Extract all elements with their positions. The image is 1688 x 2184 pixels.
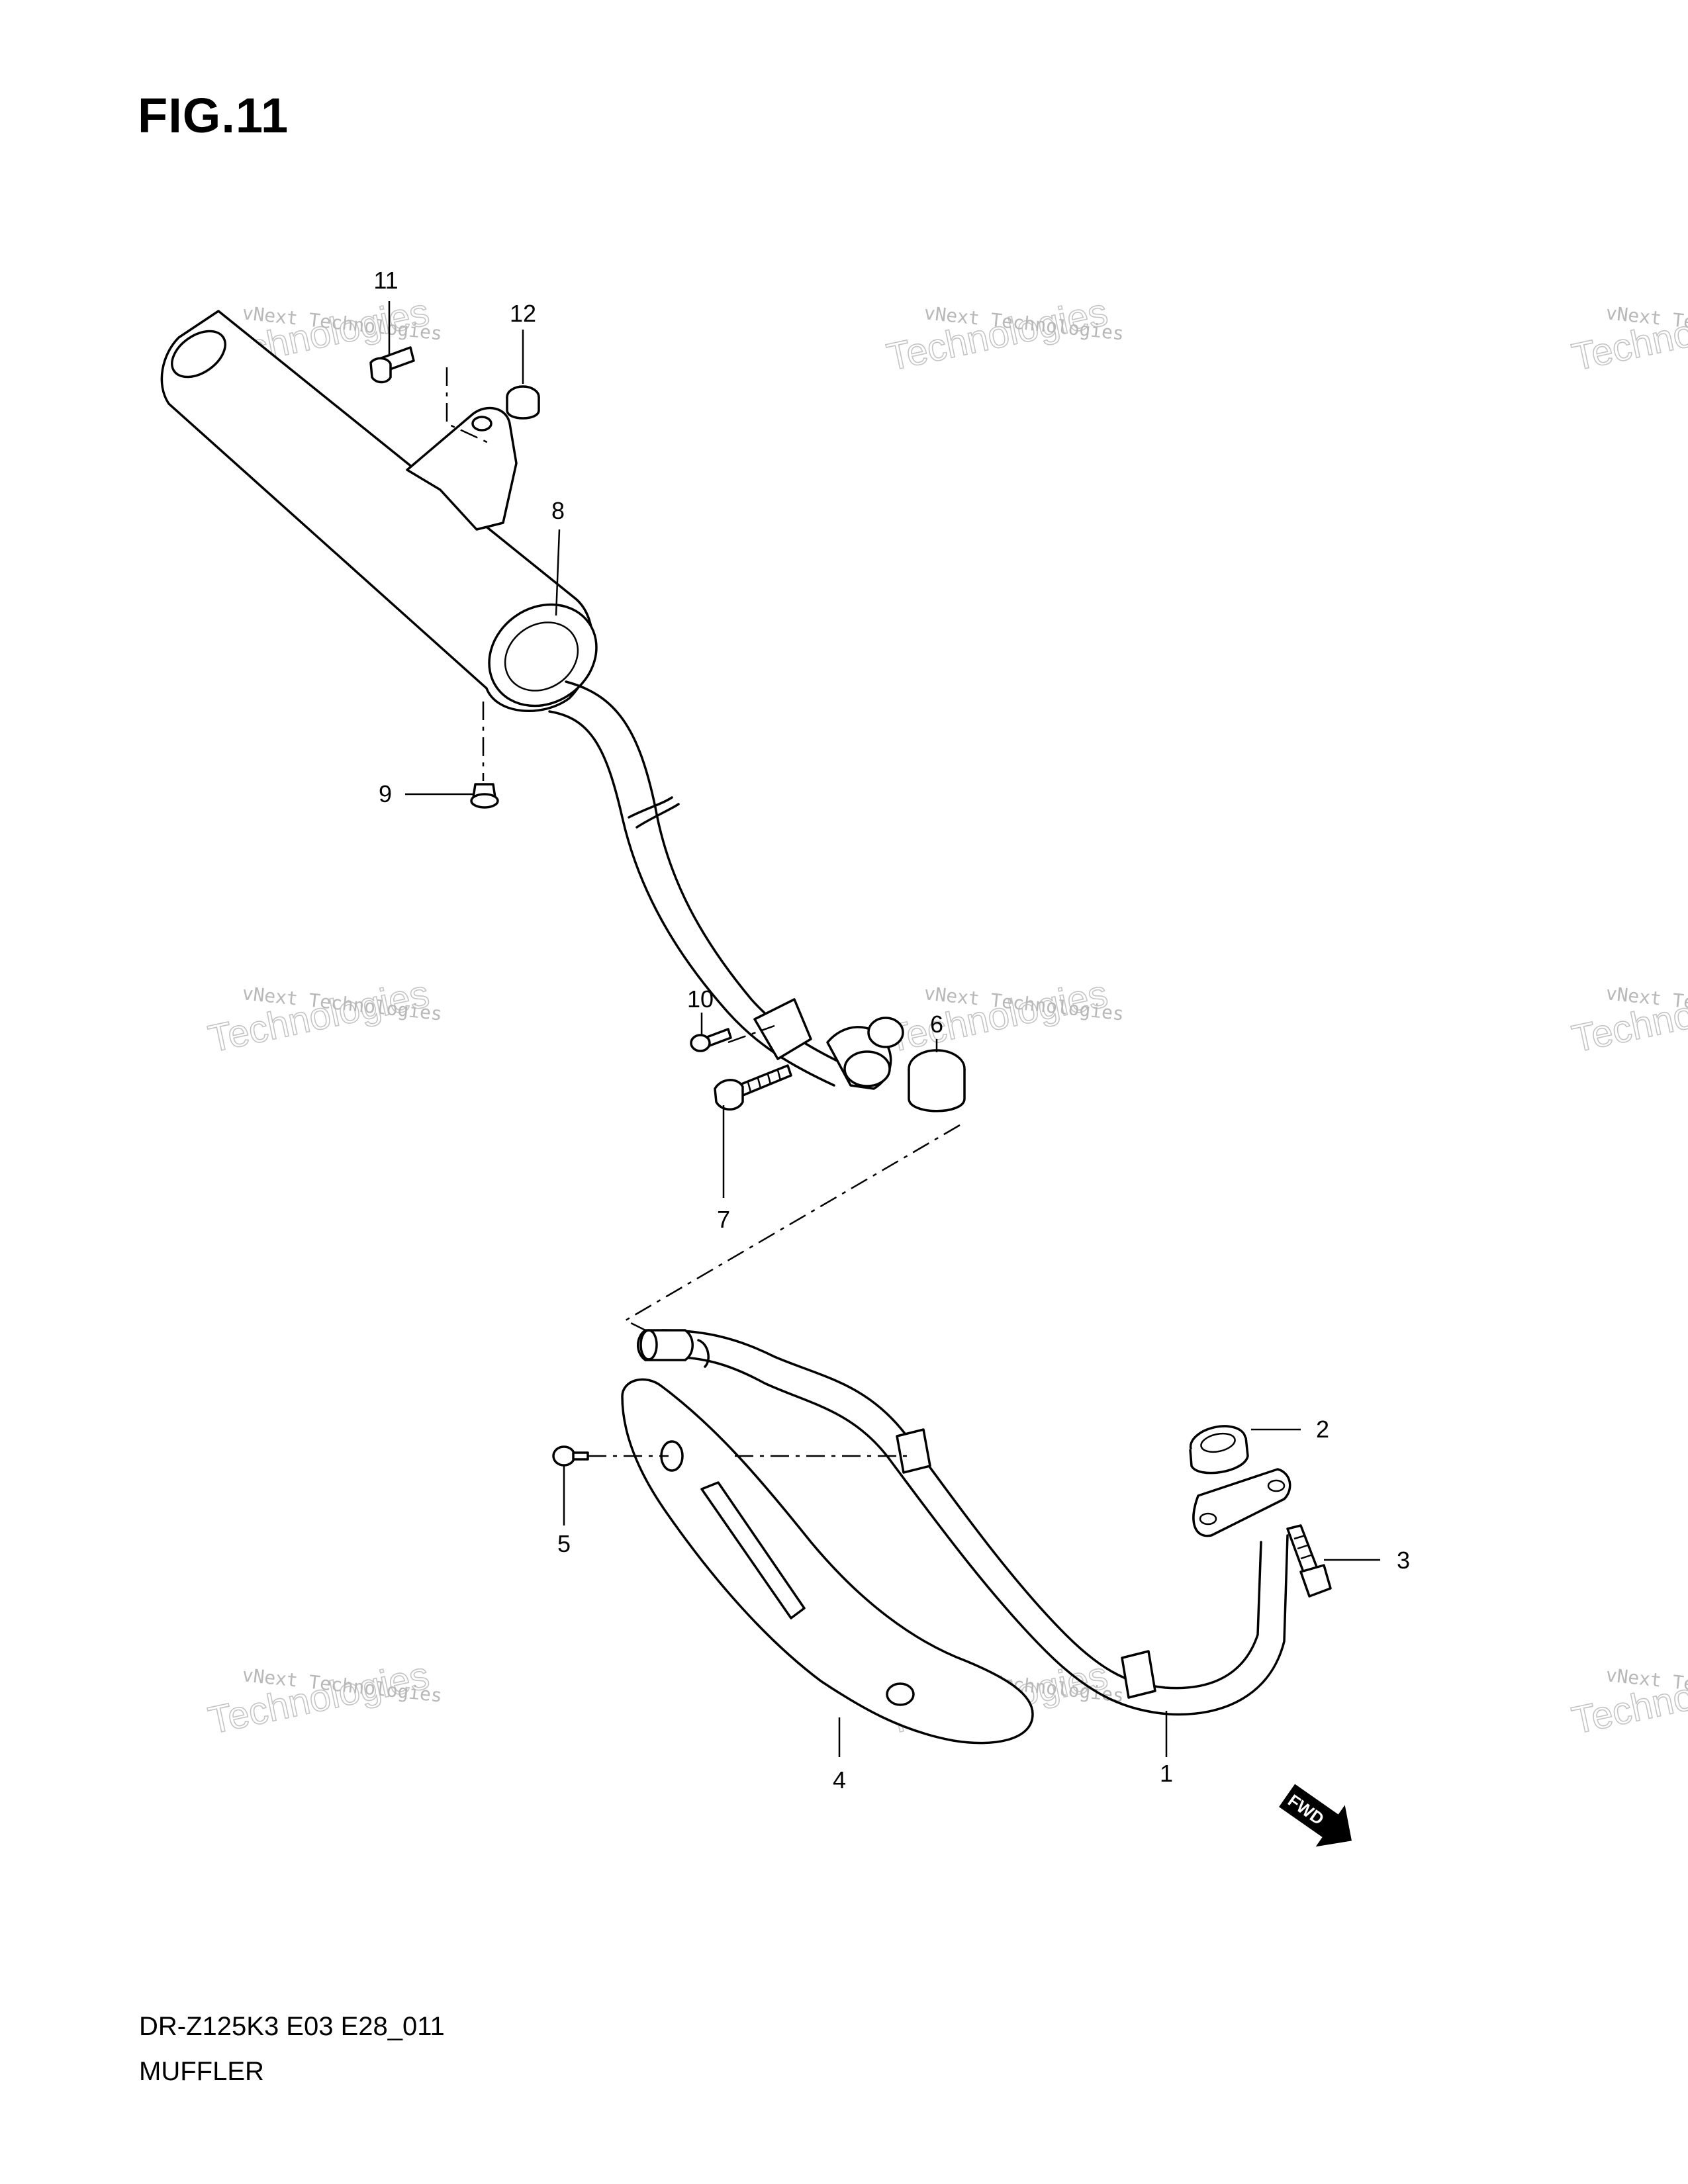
figure-title: FIG.11	[138, 88, 289, 143]
bolt-part-10	[690, 1028, 732, 1052]
callout-10: 10	[687, 985, 714, 1013]
callout-8: 8	[551, 497, 565, 524]
diagram-name: MUFFLER	[139, 2057, 264, 2086]
bolt-part-11	[369, 346, 415, 384]
diagram-code: DR-Z125K3 E03 E28_011	[139, 2012, 445, 2041]
fwd-arrow-icon: FWD	[1279, 1784, 1352, 1847]
assembly-guide-lines	[445, 367, 961, 1457]
callout-11: 11	[373, 267, 398, 294]
leader-lines	[388, 301, 1380, 1757]
callout-numbers: 11 12 8 9 10 6 7 2 3 5 4 1	[373, 267, 1410, 1794]
callout-12: 12	[510, 300, 536, 327]
bolt-part-3	[1286, 1524, 1332, 1598]
callout-1: 1	[1160, 1760, 1173, 1787]
callout-6: 6	[930, 1011, 943, 1038]
callout-5: 5	[557, 1530, 571, 1557]
callout-3: 3	[1397, 1547, 1410, 1574]
callout-2: 2	[1316, 1416, 1329, 1443]
callout-7: 7	[717, 1206, 730, 1233]
nut-part-12	[506, 385, 540, 420]
gasket-part-2	[1189, 1425, 1249, 1475]
heat-shield-part-4	[621, 1378, 1034, 1745]
exhaust-pipe-part-1	[637, 1329, 1291, 1716]
gasket-part-6	[908, 1049, 966, 1113]
muffler-body-part-8	[160, 310, 904, 1090]
callout-4: 4	[833, 1766, 846, 1794]
bolt-part-9	[470, 783, 499, 809]
screw-part-5	[552, 1445, 589, 1467]
bolt-part-7	[714, 1064, 792, 1111]
callout-9: 9	[379, 780, 392, 807]
